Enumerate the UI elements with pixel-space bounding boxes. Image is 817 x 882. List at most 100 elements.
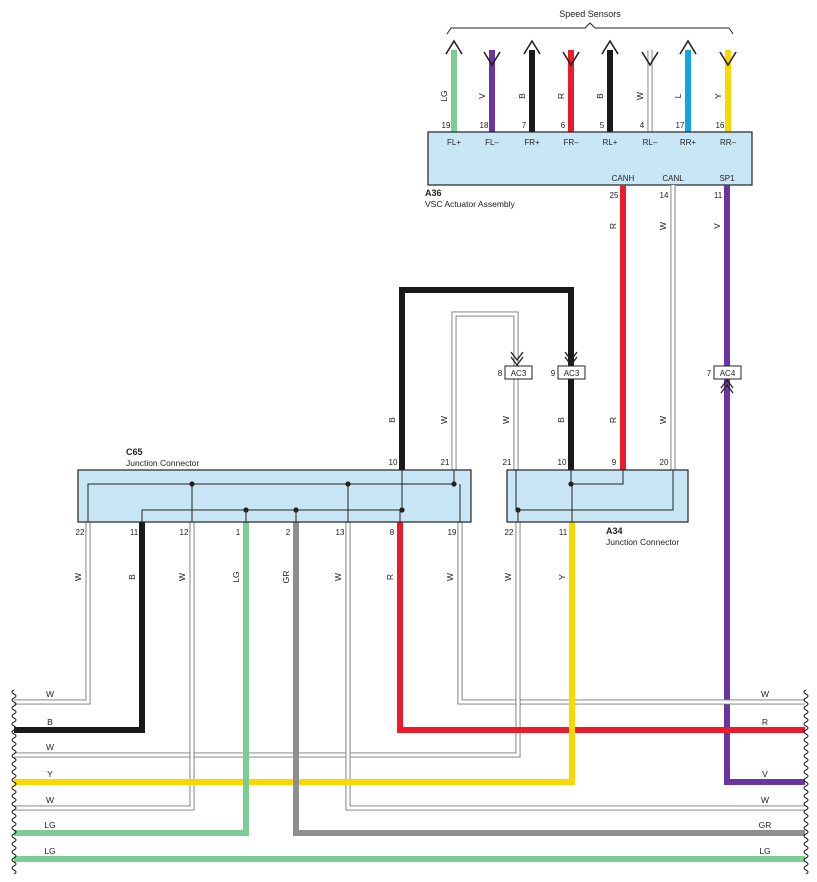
bus-lg-1 [14, 522, 249, 836]
bus-label-left-5: LG [44, 820, 55, 830]
c65-connector-body [77, 469, 472, 523]
bus-label-left-3: Y [47, 769, 53, 779]
a34-top-pin-3: 20 [660, 458, 669, 467]
sensor-wire-color-5: W [635, 92, 645, 100]
a34-top-pin-0: 21 [503, 458, 512, 467]
arrow-up-icon [445, 39, 463, 55]
a36-bottom-term-0: CANH [612, 174, 635, 183]
arrow-up-icon [679, 39, 697, 55]
ac4-pin: 7 [707, 369, 712, 378]
a36-top-pin-6: 6 [561, 121, 566, 130]
a34-junction-dots [515, 481, 574, 513]
bus-label-left-4: W [46, 795, 54, 805]
break-mark [803, 689, 809, 875]
c65-top-wire-1: W [439, 416, 449, 424]
c65-bottom-pin-5: 13 [336, 528, 345, 537]
c65-top-pin-0: 10 [389, 458, 398, 467]
a36-term-1: FL– [485, 138, 499, 147]
a34-bottom-wire-0: W [503, 573, 513, 581]
a36-bottom-wire-0: R [608, 223, 618, 229]
a34-top-wire-1: B [556, 417, 566, 423]
wire-runs [14, 185, 805, 862]
a34-name: A34 [606, 526, 623, 536]
c65-bottom-pin-0: 22 [76, 528, 85, 537]
bus-label-left-1: B [47, 717, 53, 727]
c65-bottom-pin-1: 11 [130, 528, 139, 537]
ac3-8-pin: 8 [498, 369, 503, 378]
arrow-down-icon [641, 51, 659, 67]
c65-bottom-pin-2: 12 [180, 528, 189, 537]
wire-loop-w [452, 312, 518, 470]
a34-top-pin-1: 10 [558, 458, 567, 467]
a36-bottom-pin-1: 14 [660, 191, 669, 200]
ac3-9-name: AC3 [564, 369, 580, 378]
bus-w-19 [458, 522, 805, 704]
a36-term-6: RR+ [680, 138, 697, 147]
bus-label-right-0: W [761, 689, 769, 699]
a36-name: A36 [425, 188, 442, 198]
a34-connector-body [506, 469, 689, 523]
bus-r [397, 522, 805, 733]
bus-label-right-6: LG [759, 846, 770, 856]
arrow-down-icon [719, 51, 737, 67]
bus-w-22 [14, 522, 90, 704]
a34-bottom-pin-0: 22 [505, 528, 514, 537]
sensor-wire-color-6: L [673, 93, 683, 98]
c65-bottom-wire-3: LG [231, 571, 241, 582]
bus-label-left-6: LG [44, 846, 55, 856]
sensor-wire-color-7: Y [713, 93, 723, 99]
wire-loop-b [399, 287, 574, 470]
a34-bottom-wire-1: Y [557, 574, 567, 580]
c65-bottom-wire-1: B [127, 574, 137, 580]
a36-bottom-term-2: SP1 [719, 174, 735, 183]
c65-bottom-pin-7: 19 [448, 528, 457, 537]
a36-term-4: RL+ [603, 138, 618, 147]
sensor-wire-color-1: V [477, 93, 487, 99]
c65-bottom-wire-7: W [445, 573, 455, 581]
c65-bottom-wire-2: W [177, 573, 187, 581]
inline-connectors: AC3 8 AC3 9 AC4 7 [498, 351, 742, 394]
ac3-9-pin: 9 [551, 369, 556, 378]
bus-w-a34-22 [14, 522, 520, 757]
break-marks [11, 689, 809, 875]
bus-gr [293, 522, 805, 836]
c65-bottom-wire-4: GR [281, 571, 291, 584]
c65-bottom-wire-5: W [333, 573, 343, 581]
bus-label-right-5: GR [759, 820, 772, 830]
c65-bottom-wire-6: R [385, 574, 395, 580]
a36-top-labels: FL+FL–FR+FR–RL+RL–RR+RR–CANH25RCANL14WSP… [447, 138, 737, 230]
sensor-wire-color-4: B [595, 93, 605, 99]
ac4-name: AC4 [720, 369, 736, 378]
a34-top-pin-2: 9 [612, 458, 617, 467]
c65-top-wire-0: B [387, 417, 397, 423]
bus-label-right-1: R [762, 717, 768, 727]
a34-bottom-pin-1: 11 [559, 528, 568, 537]
c65-bottom-wire-0: W [73, 573, 83, 581]
a34-top-wire-3: W [658, 416, 668, 424]
c65-name: C65 [126, 447, 143, 457]
a36-top-pin-7: 7 [522, 121, 527, 130]
bus-label-right-3: V [762, 769, 768, 779]
diagram-title: Speed Sensors [559, 9, 621, 19]
a36-top-pin-18: 18 [480, 121, 489, 130]
a36-top-pin-17: 17 [676, 121, 685, 130]
a36-term-7: RR– [720, 138, 737, 147]
sensor-wire-color-0: LG [439, 90, 449, 101]
bus-label-left-0: W [46, 689, 54, 699]
a36-term-0: FL+ [447, 138, 461, 147]
break-mark [11, 689, 17, 875]
a36-connector-body [427, 131, 753, 186]
a36-bottom-pin-2: 11 [714, 191, 723, 200]
sensor-wire-color-2: B [517, 93, 527, 99]
arrow-up-icon [601, 39, 619, 55]
bus-b [14, 522, 145, 733]
arrow-down-icon [562, 51, 580, 67]
a36-term-5: RL– [643, 138, 658, 147]
a34-description: Junction Connector [606, 537, 679, 547]
a36-term-2: FR+ [524, 138, 540, 147]
